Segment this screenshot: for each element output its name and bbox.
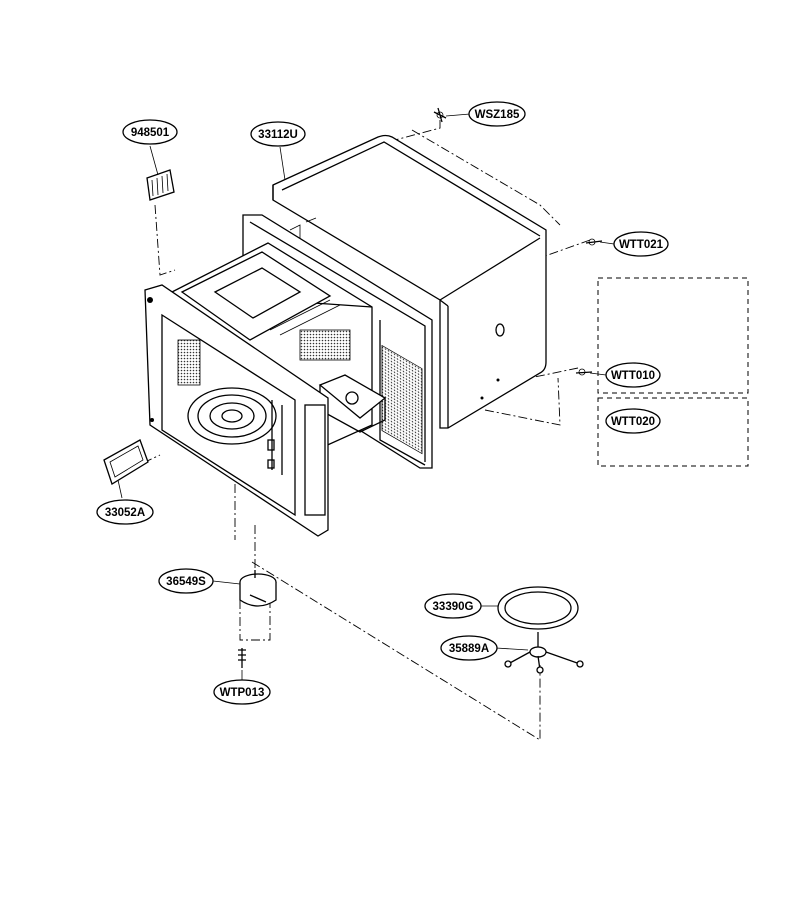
callout-36549s: 36549S [158,568,214,594]
front-frame [144,284,329,537]
part-label: 36549S [166,576,206,588]
callout-wtt021: WTT021 [613,231,669,257]
callout-wsz185: WSZ185 [468,101,526,127]
callout-wtp013: WTP013 [213,679,271,705]
screw-wtt010 [575,368,593,376]
option-box-wtt010 [597,277,749,394]
part-label: WSZ185 [475,109,520,121]
callout-33390g: 33390G [424,593,482,619]
part-label: 33112U [258,129,298,141]
outer-cabinet [272,134,547,429]
filter-948501 [146,169,175,201]
callout-33112u: 33112U [250,121,306,147]
option-box-wtt020 [597,397,749,467]
screw-wsz185 [433,107,447,123]
callout-35889a: 35889A [440,635,498,661]
part-label: WTT021 [619,239,664,251]
part-label: 948501 [131,127,170,139]
turntable-motor-36549s [239,570,277,607]
screw-wtp013 [238,648,246,668]
roller-ring-35889a [504,632,584,674]
part-label: 35889A [449,643,489,655]
glass-tray-33390g [497,586,579,630]
part-label: WTP013 [220,687,265,699]
part-label: WTT010 [611,370,655,382]
callout-33052a: 33052A [96,499,154,525]
part-label: WTT020 [611,416,655,428]
leader-lines [117,113,615,680]
screw-wtt021 [585,238,603,246]
callout-948501: 948501 [122,119,178,145]
callout-wtt020: WTT020 [605,408,661,434]
part-label: 33390G [433,601,474,613]
callout-wtt010: WTT010 [605,362,661,388]
cover-plate-33052a [103,439,149,485]
part-label: 33052A [105,507,145,519]
